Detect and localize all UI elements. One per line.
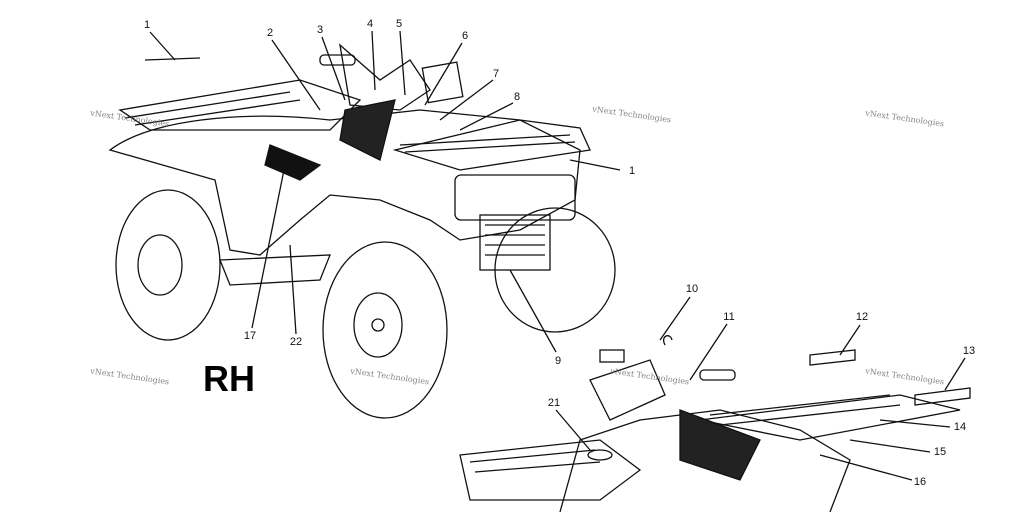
callout-15: 15 xyxy=(933,446,947,458)
callout-5: 5 xyxy=(395,18,403,30)
atv-left-front-view xyxy=(459,296,971,512)
callout-12: 12 xyxy=(855,311,869,323)
view-label: RH xyxy=(203,358,255,399)
callout-2: 2 xyxy=(266,27,274,39)
atv-right-side-view xyxy=(108,30,621,419)
callout-6: 6 xyxy=(461,30,469,42)
callout-1b: 1 xyxy=(628,165,636,177)
callout-7: 7 xyxy=(492,68,500,80)
callout-1: 1 xyxy=(143,19,151,31)
callout-16: 16 xyxy=(913,476,927,488)
callout-14: 14 xyxy=(953,421,967,433)
callout-22: 22 xyxy=(289,336,303,348)
callout-9: 9 xyxy=(554,355,562,367)
callout-13: 13 xyxy=(962,345,976,357)
callout-17: 17 xyxy=(243,330,257,342)
callout-21: 21 xyxy=(547,397,561,409)
callout-11: 11 xyxy=(723,311,735,323)
callout-4: 4 xyxy=(366,18,374,30)
callout-3: 3 xyxy=(316,24,324,36)
callout-10: 10 xyxy=(685,283,699,295)
callout-8: 8 xyxy=(513,91,521,103)
